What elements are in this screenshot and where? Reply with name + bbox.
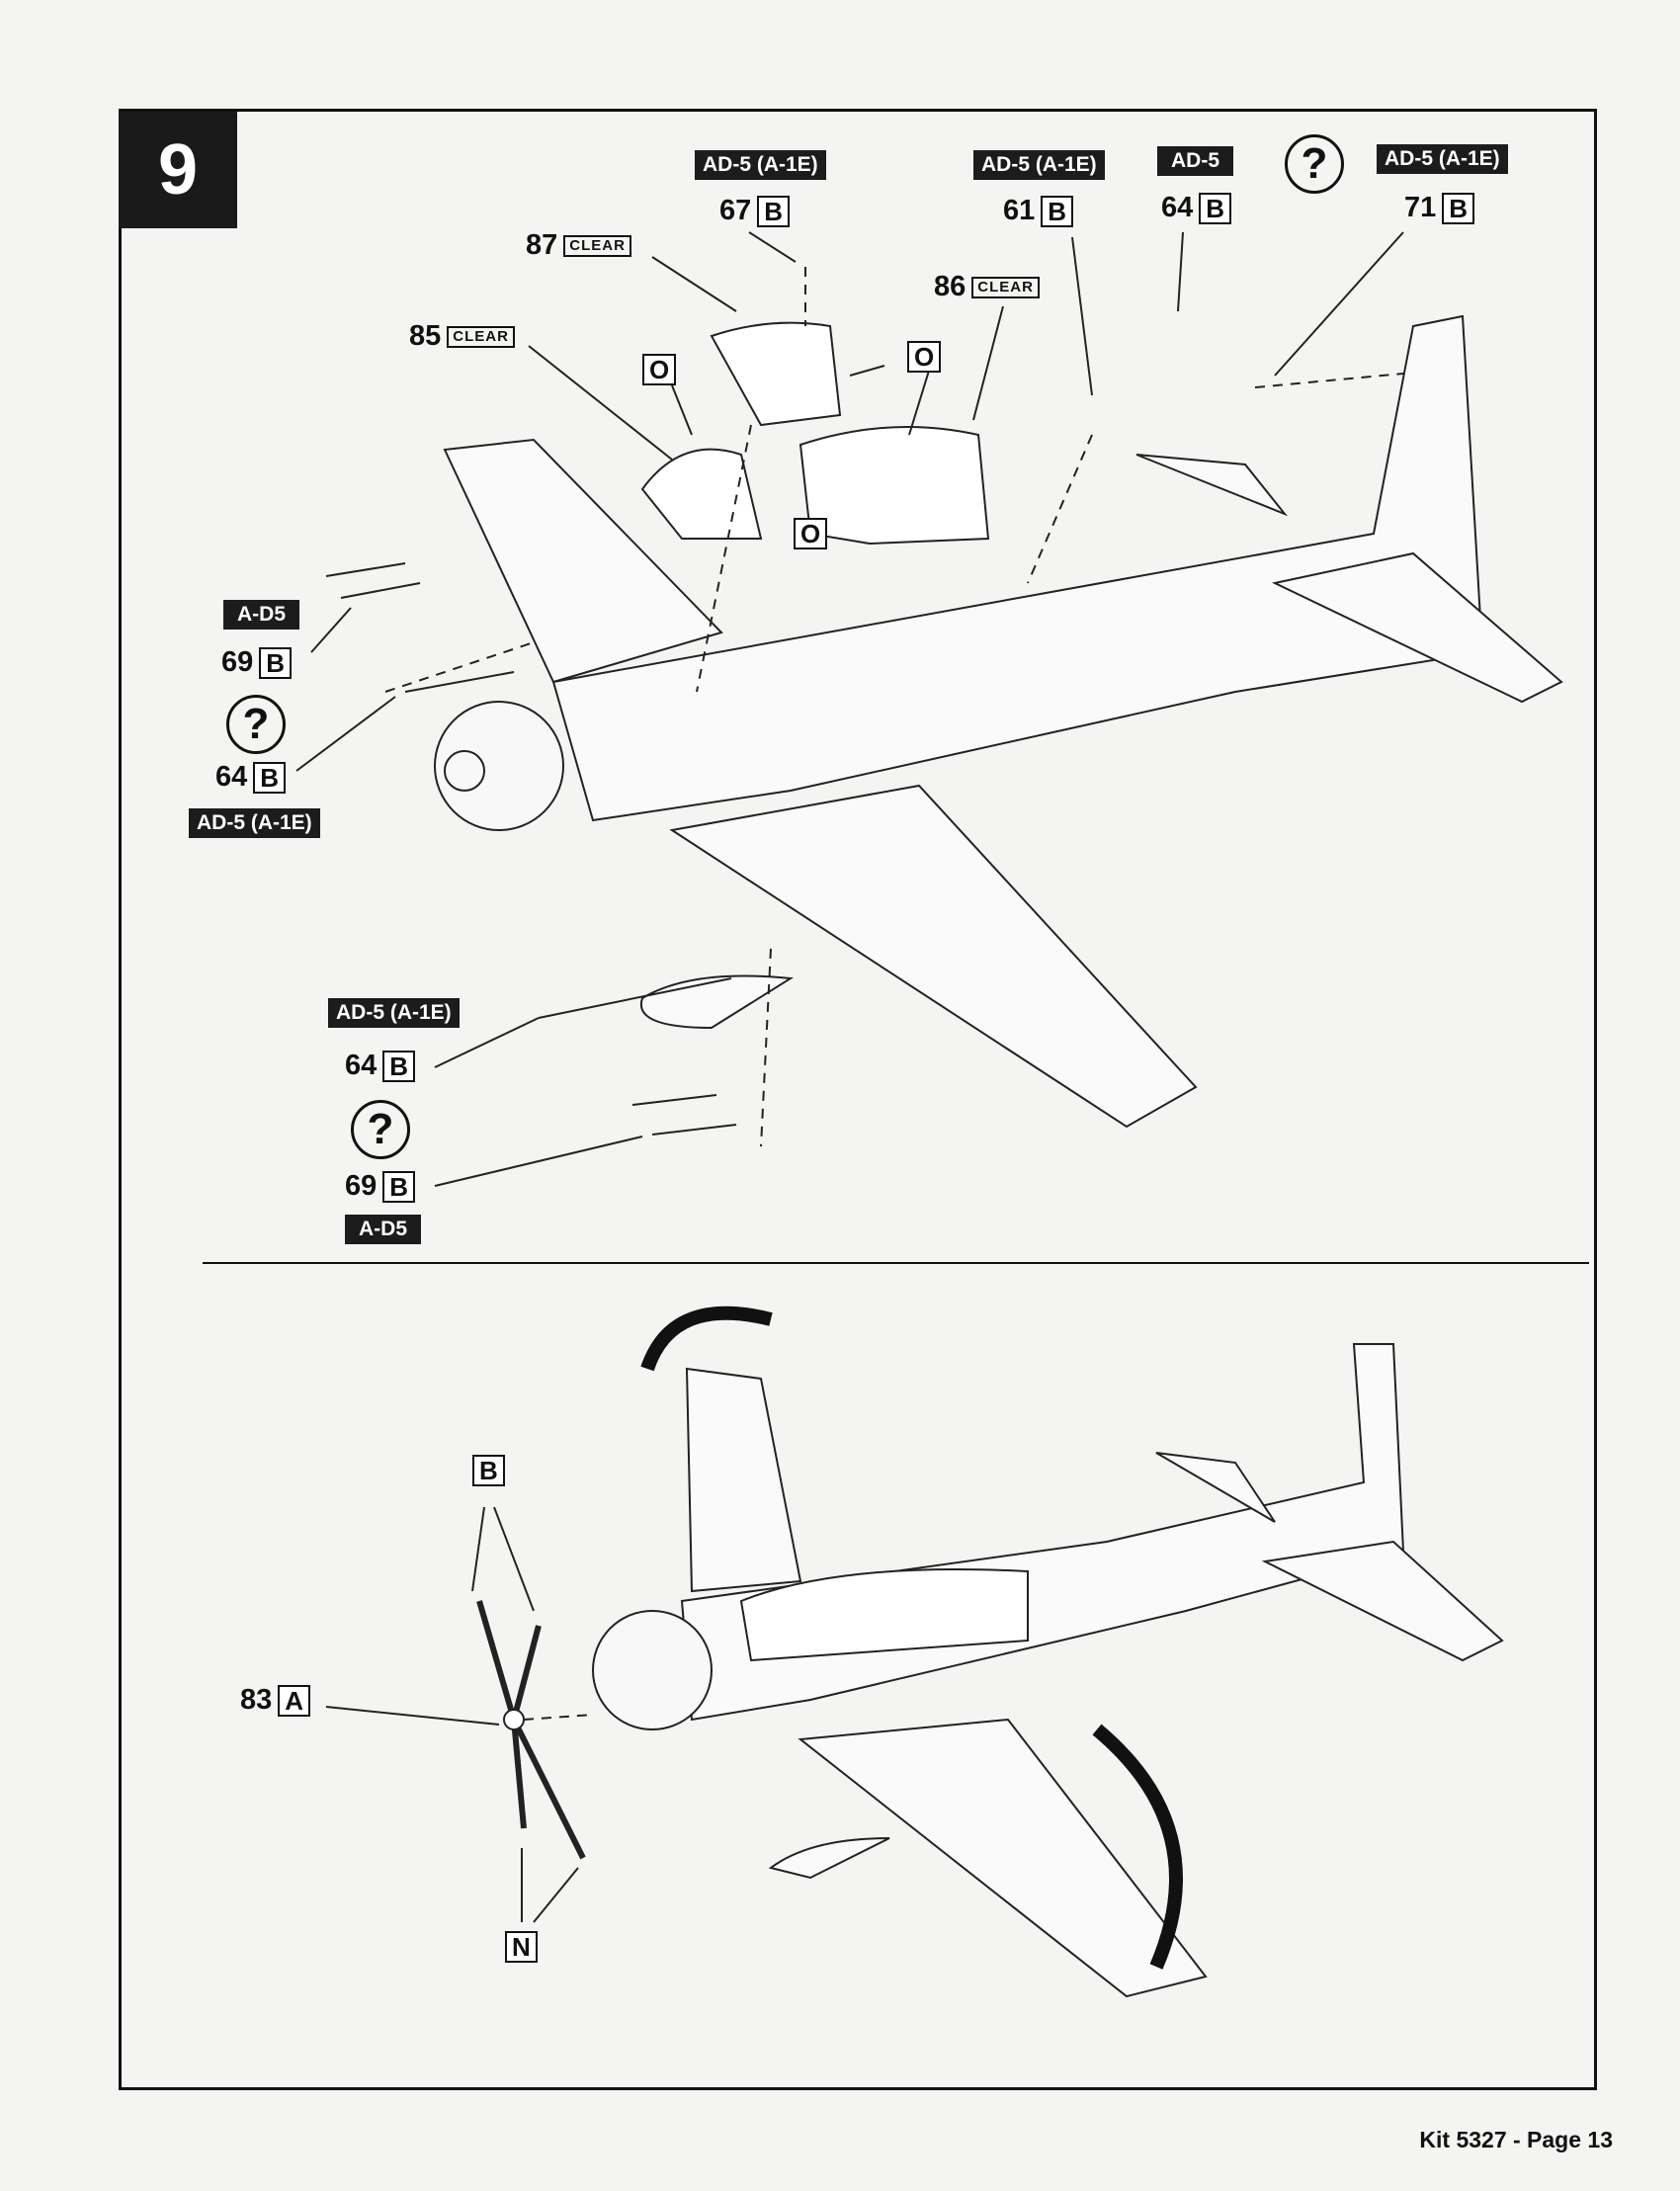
sprue-letter: B [1041,195,1074,227]
option-letter: O [907,341,942,373]
option-marker: O [907,341,942,373]
variant-tag: AD-5 (A-1E) [328,998,460,1028]
variant-tag: AD-5 (A-1E) [1377,144,1508,174]
part-number: 87 [526,229,558,261]
option-marker: O [642,354,677,385]
sprue-letter: B [472,1455,505,1486]
part-number: 85 [409,320,442,352]
propeller-hub-callout: N [505,1931,538,1963]
clear-label: CLEAR [563,234,631,257]
sprue-letter: B [253,761,287,794]
sprue-letter: B [259,646,293,679]
question-mark-icon: ? [226,695,286,754]
instruction-frame [119,109,1597,2090]
variant-tag: AD-5 (A-1E) [695,150,826,180]
clear-label: CLEAR [447,325,515,348]
sprue-letter: B [1199,192,1232,224]
variant-tag: A-D5 [345,1215,422,1244]
option-marker: O [794,518,828,549]
sprue-letter: B [382,1170,416,1203]
part-number: 67 [719,195,752,226]
question-mark-icon: ? [351,1100,410,1159]
part-number: 64 [345,1050,378,1081]
part-number: 86 [934,271,966,302]
option-letter: O [794,518,828,549]
part-number: 83 [240,1684,273,1716]
sprue-letter: A [278,1684,311,1717]
step-number: 9 [119,112,237,228]
variant-tag: A-D5 [223,600,300,630]
upper-aircraft-diagram [325,267,1563,1147]
sprue-letter: B [1442,192,1475,224]
leader-lines [295,231,1404,1187]
clear-label: CLEAR [971,276,1040,298]
page-footer: Kit 5327 - Page 13 [1419,2127,1613,2152]
part-number: 64 [1161,192,1194,223]
sprue-letter: N [505,1931,538,1963]
sprue-letter: B [757,195,791,227]
variant-tag: AD-5 [1157,146,1234,176]
variant-tag: AD-5 (A-1E) [189,808,320,838]
part-number: 69 [221,646,254,678]
question-mark-icon: ? [1285,134,1344,194]
lower-aircraft-diagram [325,1306,1504,1998]
part-number: 64 [215,761,248,793]
option-letter: O [642,354,677,385]
variant-tag: AD-5 (A-1E) [973,150,1105,180]
part-number: 71 [1404,192,1437,223]
part-number: 61 [1003,195,1036,226]
sprue-letter: B [382,1050,416,1082]
propeller-blade-callout: B [472,1455,505,1486]
part-number: 69 [345,1170,378,1202]
section-divider [203,1262,1589,1264]
